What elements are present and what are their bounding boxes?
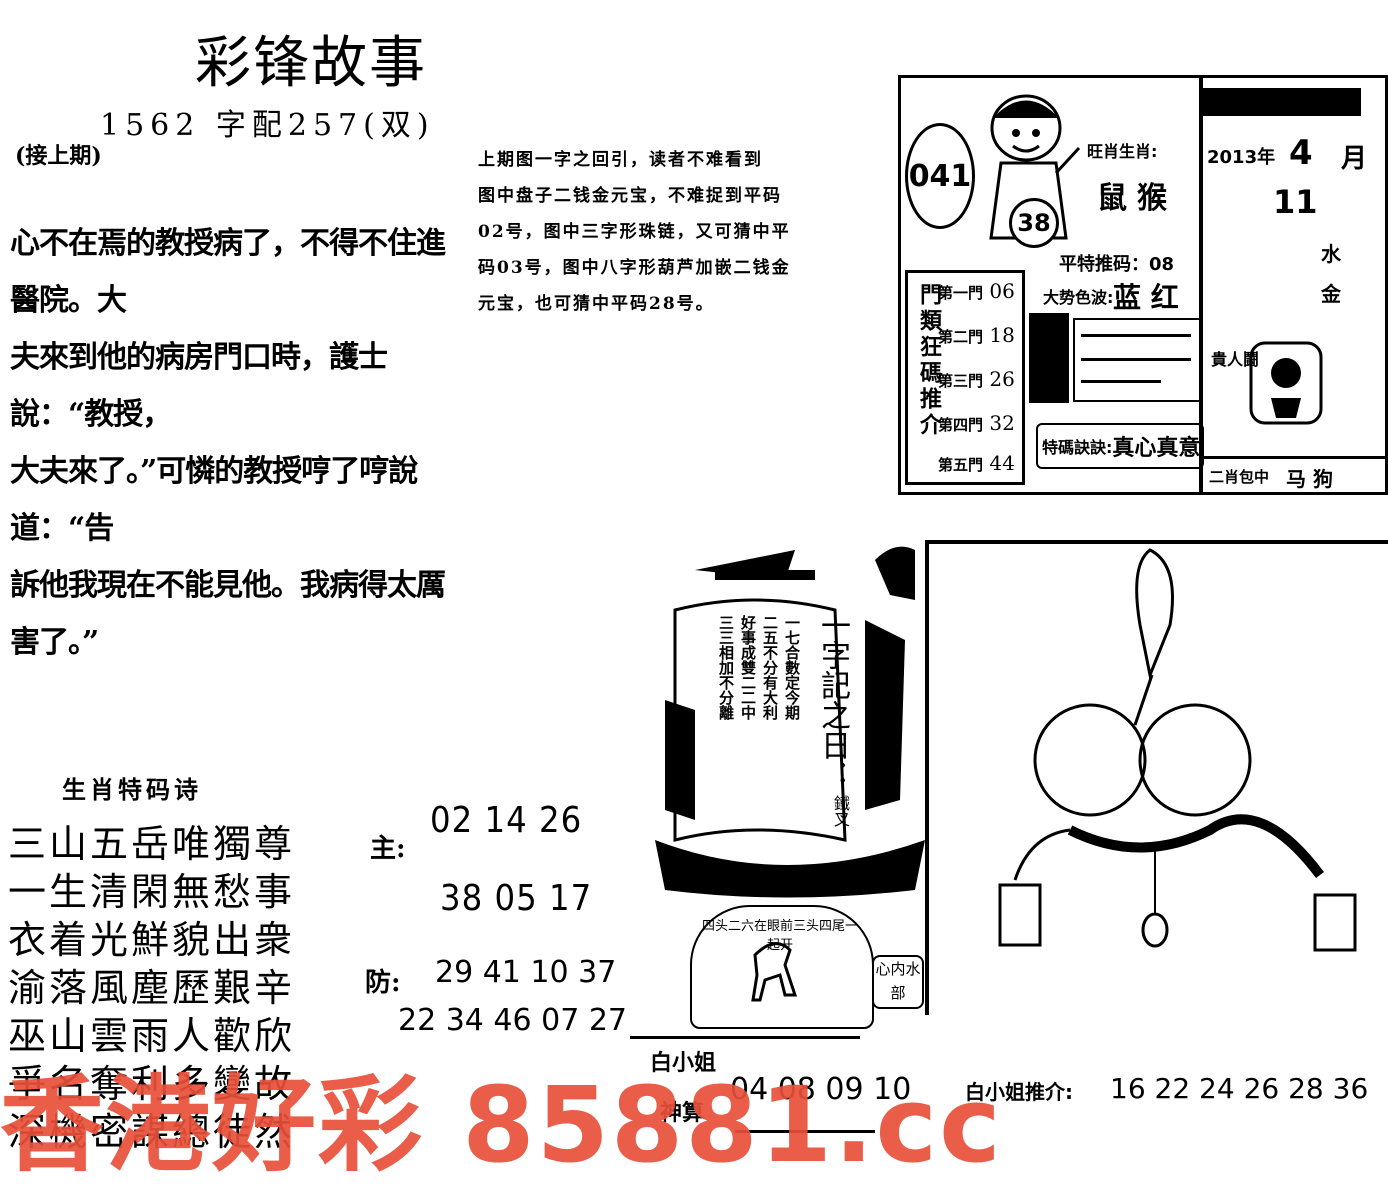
zodiac-glyph-icon: 鼠 猴	[1097, 181, 1167, 216]
hint-line: 码03号，图中八字形葫芦加嵌二钱金	[478, 258, 791, 278]
svg-text:鼠: 鼠	[1097, 181, 1127, 216]
sail-line: 好事成雙二二中	[739, 615, 757, 720]
note-line	[1081, 358, 1191, 361]
color-label: 大势色波:	[1043, 288, 1114, 307]
box-bottom-line	[1201, 456, 1386, 459]
date-day: 11	[1273, 183, 1318, 221]
door-label: 第一門	[938, 284, 984, 302]
sail-lines: 一七合數定今期 二五不分有大利 好事成雙二二中 三三相加不分離	[715, 615, 803, 775]
door-row: 第二門 18	[938, 323, 1015, 347]
hint-line: 02号，图中三字形珠链，又可猜中平	[478, 222, 791, 242]
sailing-ship-illustration	[655, 546, 925, 898]
defend-numbers-2: 22 34 46 07 27	[398, 1003, 628, 1038]
poem: 三山五岳唯獨尊 一生清閑無愁事 衣着光鮮貌出衆 渝落風塵歷艱辛 巫山雲雨人歡欣 …	[8, 820, 295, 1156]
sail-line: 二五不分有大利	[761, 615, 779, 720]
hint-line: 图中盘子二钱金元宝，不难捉到平码	[478, 186, 782, 206]
poem-line: 一生清閑無愁事	[8, 870, 296, 914]
continued-label: (接上期)	[15, 143, 102, 169]
bottom-numbers-2: 16 22 24 26 28 36	[1110, 1072, 1369, 1105]
defend-label: 防:	[365, 968, 401, 998]
box-header-bar	[1201, 88, 1361, 116]
issue-number-oval: 041	[905, 123, 975, 229]
special-panel: 特碼訣訣: 真心真意	[1036, 423, 1204, 469]
two-zodiac-label: 二肖包中	[1209, 468, 1270, 486]
sail-line: 一七合數定今期	[783, 615, 801, 720]
tip-box: 041 38 旺肖生肖: 鼠 猴 平特推码：08 大势色波: 蓝 红 門類狂碼推…	[898, 75, 1388, 495]
story-line: 大夫來了。”可憐的教授哼了哼說道：“告	[10, 454, 418, 546]
story-line: 訴他我現在不能見他。我病得太厲害了。”	[10, 568, 446, 660]
watermark: 香港好彩 85881.cc	[0, 1064, 1003, 1186]
box-divider	[1199, 78, 1203, 493]
sail-line: 三三相加不分離	[717, 615, 735, 720]
special-value: 真心真意	[1112, 436, 1201, 461]
ball-number: 38	[1009, 198, 1059, 248]
door-row: 第四門 32	[938, 411, 1015, 435]
defend-numbers-1: 29 41 10 37	[435, 955, 617, 990]
door-row: 第一門 06	[938, 279, 1015, 303]
main-numbers-2: 38 05 17	[440, 878, 593, 919]
poem-line: 巫山雲雨人歡欣	[8, 1014, 296, 1058]
side-word: 金	[1321, 282, 1341, 306]
recommend-label: 旺肖生肖:	[1087, 142, 1158, 161]
date-month-unit: 月	[1341, 144, 1368, 174]
note-line	[1081, 334, 1191, 337]
date-year: 2013年	[1207, 147, 1276, 168]
bottom-recommend-label: 白小姐推介:	[965, 1080, 1073, 1104]
black-block	[1029, 313, 1069, 403]
doors-title: 門類狂碼推介	[916, 283, 941, 439]
hint-line: 元宝，也可猜中平码28号。	[478, 294, 715, 314]
page-title: 彩锋故事	[195, 31, 427, 96]
poem-line: 三山五岳唯獨尊	[8, 822, 296, 866]
poem-line: 爭名奪利多變故	[8, 1062, 296, 1106]
noble-text: 貴人鬪	[1211, 350, 1260, 369]
door-label: 第五門	[938, 456, 984, 474]
story-text: 心不在焉的教授病了，不得不住進醫院。大 夫來到他的病房門口時，護士說：“教授， …	[10, 215, 450, 671]
issue-line: 1562 字配257(双)	[100, 108, 435, 143]
main-label: 主:	[370, 834, 406, 864]
sail-heading: 一字記之日：	[815, 610, 850, 790]
door-value: 18	[989, 323, 1015, 347]
bottom-rule	[630, 1036, 860, 1039]
hint-text: 上期图一字之回引，读者不难看到 图中盘子二钱金元宝，不难捉到平码 02号，图中三…	[478, 142, 863, 322]
bottom-left-label-2: 神算	[660, 1100, 705, 1126]
story-line: 夫來到他的病房門口時，護士說：“教授，	[10, 340, 388, 432]
door-row: 第五門 44	[938, 451, 1015, 475]
door-label: 第三門	[938, 372, 984, 390]
doors-panel: 門類狂碼推介 第一門 06 第二門 18 第三門 26 第四門 32 第五門 4…	[905, 270, 1025, 485]
poem-title: 生肖特码诗	[62, 775, 202, 804]
bottom-rule-2	[735, 1130, 875, 1133]
color-value: 蓝 红	[1113, 281, 1179, 314]
note-line	[1081, 380, 1161, 383]
door-value: 44	[989, 451, 1015, 475]
main-numbers-1: 02 14 26	[430, 800, 583, 841]
two-zodiac-animals: 马 狗	[1286, 467, 1333, 491]
special-label: 特碼訣訣:	[1042, 438, 1113, 457]
flat-special-text: 平特推码：08	[1059, 254, 1175, 275]
bottom-numbers: 04 08 09 10	[730, 1072, 912, 1107]
seal-side-text: 心内水部	[872, 955, 924, 1009]
poem-line: 衣着光鮮貌出衆	[8, 918, 296, 962]
horse-icon	[751, 942, 798, 1002]
poem-line: 渝落風塵歷艱辛	[8, 966, 296, 1010]
sail-sign: 鐵叉	[831, 795, 850, 827]
door-value: 32	[989, 411, 1015, 435]
ingot-frame	[925, 540, 1388, 1015]
notes-panel	[1073, 318, 1201, 402]
cartoon-boy-icon	[989, 94, 1081, 240]
date-month: 4	[1289, 133, 1313, 173]
door-label: 第二門	[938, 328, 984, 346]
door-value: 06	[989, 279, 1015, 303]
ingot-scale-illustration	[998, 548, 1357, 952]
door-value: 26	[989, 367, 1015, 391]
door-row: 第三門 26	[938, 367, 1015, 391]
flower-vase-icon	[1249, 341, 1323, 425]
hint-line: 上期图一字之回引，读者不难看到	[478, 150, 763, 170]
poem-line: 深機密謀總徒然	[8, 1110, 296, 1154]
svg-text:猴: 猴	[1137, 181, 1167, 216]
door-label: 第四門	[938, 416, 984, 434]
story-line: 心不在焉的教授病了，不得不住進醫院。大	[10, 226, 446, 318]
bottom-left-label: 白小姐	[650, 1050, 717, 1076]
side-word: 水	[1321, 242, 1341, 266]
